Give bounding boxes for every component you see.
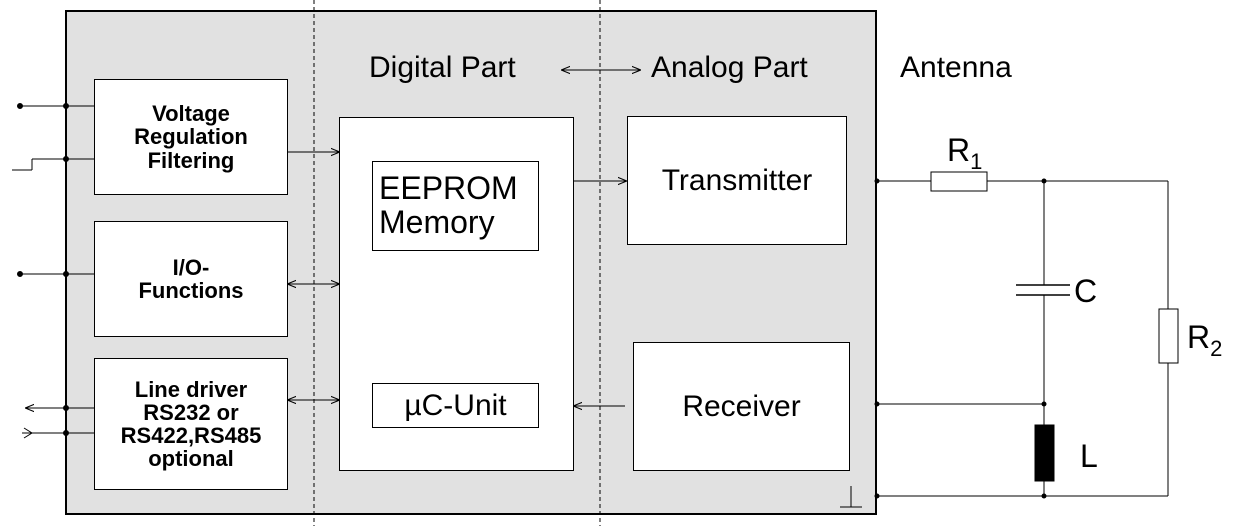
voltage-regulation-block: Voltage Regulation Filtering: [94, 79, 288, 195]
r2-letter: R: [1187, 319, 1211, 355]
r1-subscript: 1: [970, 149, 983, 174]
eeprom-line-1: EEPROM: [379, 170, 518, 207]
l-label: L: [1080, 438, 1098, 475]
io-input-wire: [17, 271, 94, 277]
ground-symbol: [840, 486, 862, 508]
analog-part-header: Analog Part: [651, 51, 808, 84]
receiver-label: Receiver: [682, 389, 801, 423]
line-driver-block: Line driver RS232 or RS422,RS485 optiona…: [94, 358, 288, 490]
voltage-line-3: Filtering: [147, 147, 235, 173]
transmitter-label: Transmitter: [661, 163, 813, 197]
c-letter: C: [1074, 273, 1098, 309]
c-label: C: [1074, 273, 1097, 310]
line-driver-line-2: RS232 or: [143, 399, 239, 425]
io-line-1: I/O-: [172, 254, 210, 280]
r1-label: R1: [947, 132, 982, 174]
network-junctions: [874, 178, 1047, 499]
digital-part-header: Digital Part: [369, 51, 516, 84]
power-input-wires: [12, 103, 94, 171]
io-line-2: Functions: [138, 278, 244, 303]
line-driver-line-3: RS422,RS485: [120, 423, 262, 448]
r2-label: R2: [1187, 319, 1222, 361]
l-letter: L: [1080, 438, 1098, 474]
line-driver-line-4: optional: [148, 446, 234, 472]
uc-unit-block: µC-Unit: [372, 383, 539, 428]
r2-subscript: 2: [1210, 336, 1223, 361]
antenna-header: Antenna: [900, 51, 1012, 84]
eeprom-line-2: Memory: [379, 204, 495, 240]
r1-letter: R: [947, 132, 971, 168]
receiver-block: Receiver: [633, 342, 850, 471]
serial-wires: [22, 406, 94, 439]
transmitter-block: Transmitter: [627, 116, 847, 245]
resistor-r1: [930, 171, 988, 192]
line-driver-line-1: Line driver: [134, 376, 248, 402]
resistor-r2: [1158, 308, 1179, 364]
voltage-line-1: Voltage: [152, 101, 230, 127]
eeprom-memory-block: EEPROM Memory: [372, 161, 539, 251]
uc-unit-label: µC-Unit: [404, 388, 507, 422]
inductor-l: [1034, 424, 1055, 482]
voltage-line-2: Regulation: [134, 124, 248, 150]
io-functions-block: I/O- Functions: [94, 221, 288, 337]
antenna-network: [877, 171, 1179, 497]
